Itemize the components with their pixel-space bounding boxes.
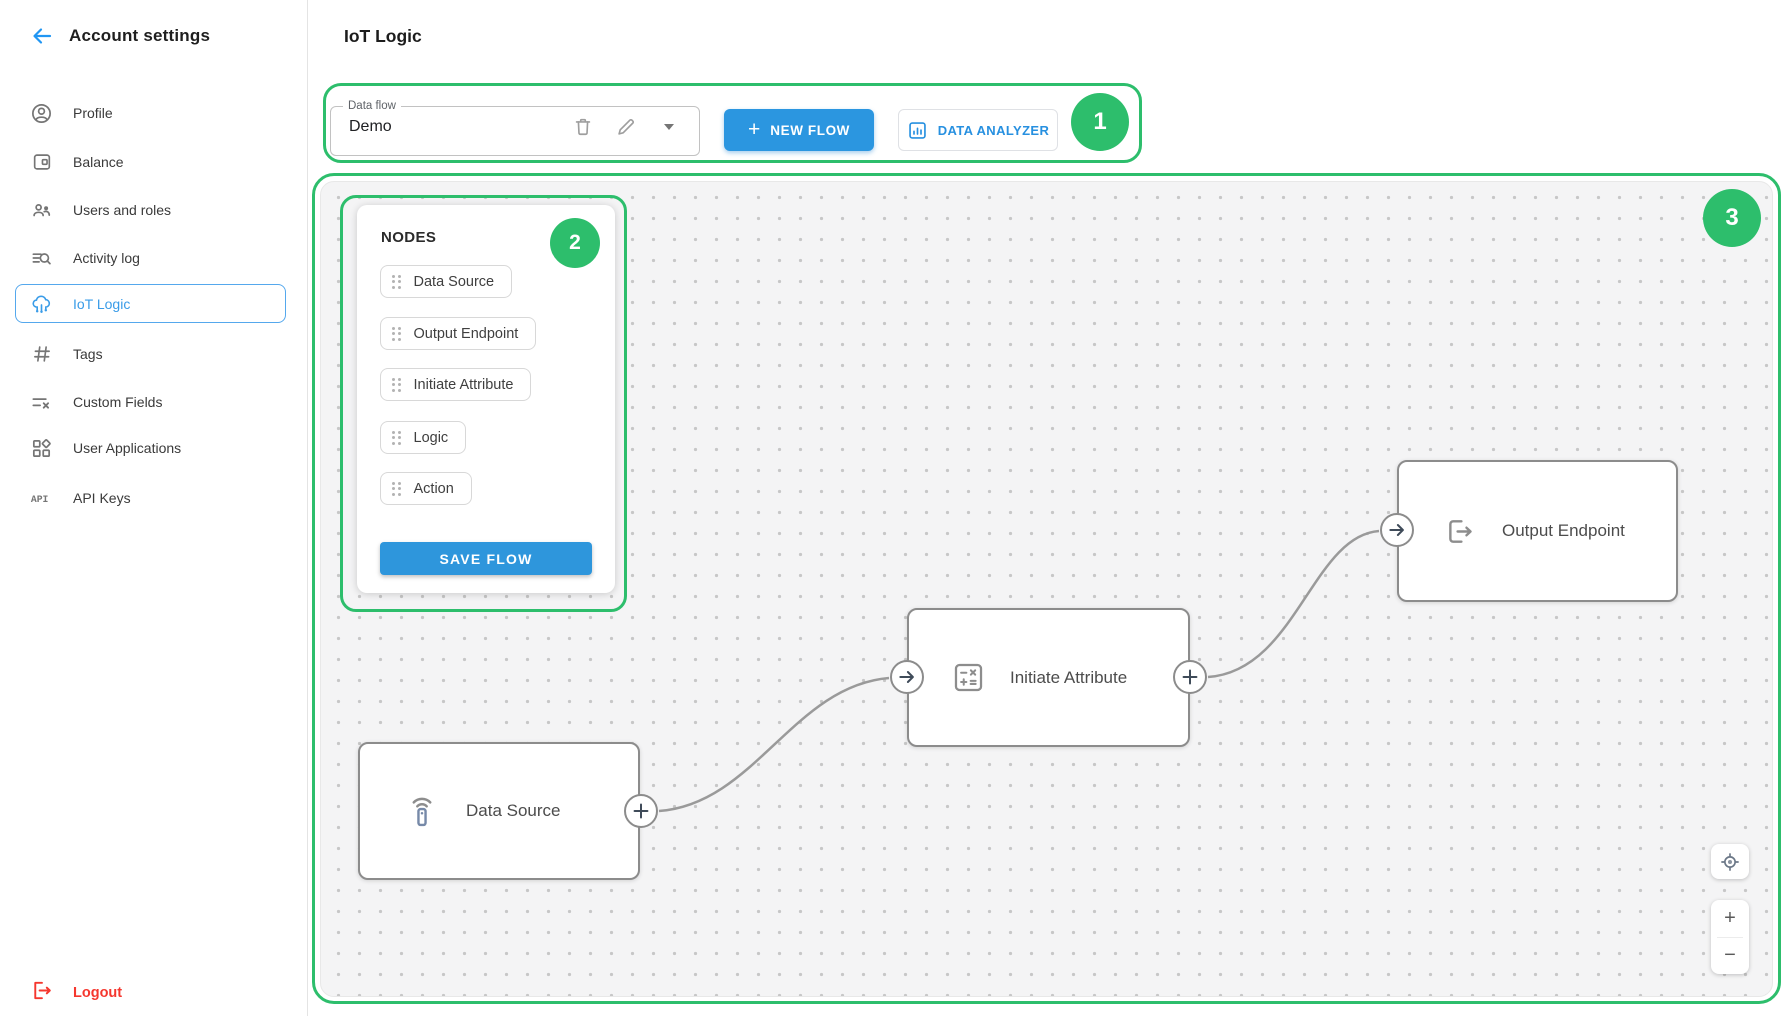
port-out-initiate-attribute[interactable] bbox=[1173, 660, 1207, 694]
users-icon bbox=[30, 199, 53, 222]
sensor-icon bbox=[404, 792, 440, 830]
drag-handle-icon bbox=[392, 481, 401, 496]
zoom-controls: + − bbox=[1711, 900, 1749, 974]
palette-item-action[interactable]: Action bbox=[380, 472, 472, 505]
sidebar-item-api-keys[interactable]: API API Keys bbox=[30, 485, 131, 511]
sidebar-item-activity-log[interactable]: Activity log bbox=[30, 245, 140, 271]
data-flow-value[interactable]: Demo bbox=[349, 118, 392, 135]
drag-handle-icon bbox=[392, 274, 401, 289]
apps-icon bbox=[30, 437, 53, 460]
palette-item-output-endpoint[interactable]: Output Endpoint bbox=[380, 317, 537, 350]
data-analyzer-button[interactable]: DATA ANALYZER bbox=[898, 109, 1058, 151]
data-flow-select[interactable]: Data flow Demo bbox=[330, 100, 700, 156]
zoom-in-button[interactable]: + bbox=[1724, 906, 1736, 929]
logout-button[interactable]: Logout bbox=[30, 979, 122, 1007]
sidebar-item-profile[interactable]: Profile bbox=[30, 100, 113, 126]
port-in-initiate-attribute[interactable] bbox=[890, 660, 924, 694]
annotation-badge-3: 3 bbox=[1703, 189, 1761, 247]
port-in-output-endpoint[interactable] bbox=[1380, 513, 1414, 547]
flow-node-initiate-attribute[interactable]: Initiate Attribute bbox=[907, 608, 1190, 747]
palette-item-logic[interactable]: Logic bbox=[380, 421, 467, 454]
drag-handle-icon bbox=[392, 377, 401, 392]
nodes-panel-title: NODES bbox=[381, 229, 437, 246]
activity-log-icon bbox=[30, 247, 53, 270]
nodes-panel: NODES Data Source Output Endpoint Initia… bbox=[357, 205, 615, 593]
custom-fields-icon bbox=[30, 391, 53, 414]
sidebar: Account settings Profile Balance Users a… bbox=[0, 0, 308, 1016]
plus-icon: + bbox=[747, 117, 761, 141]
annotation-badge-2: 2 bbox=[550, 218, 600, 268]
center-view-button[interactable] bbox=[1711, 844, 1749, 879]
divider bbox=[1717, 936, 1743, 938]
arrow-right-icon bbox=[1387, 520, 1407, 540]
plus-icon bbox=[631, 801, 651, 821]
new-flow-button[interactable]: + NEW FLOW bbox=[724, 109, 874, 151]
calculator-icon bbox=[953, 662, 984, 693]
api-icon: API bbox=[30, 487, 53, 510]
flow-node-output-endpoint[interactable]: Output Endpoint bbox=[1397, 460, 1678, 602]
palette-item-initiate-attribute[interactable]: Initiate Attribute bbox=[380, 368, 532, 401]
port-out-data-source[interactable] bbox=[624, 794, 658, 828]
sidebar-item-iot-logic[interactable]: IoT Logic bbox=[30, 291, 130, 317]
iot-icon bbox=[30, 293, 53, 316]
sidebar-title: Account settings bbox=[69, 26, 211, 45]
drag-handle-icon bbox=[392, 430, 401, 445]
bar-chart-icon bbox=[907, 120, 928, 141]
sidebar-item-users-and-roles[interactable]: Users and roles bbox=[30, 197, 171, 223]
annotation-badge-1: 1 bbox=[1071, 93, 1129, 151]
sidebar-item-balance[interactable]: Balance bbox=[30, 149, 124, 175]
pencil-icon[interactable] bbox=[614, 115, 638, 139]
sidebar-item-custom-fields[interactable]: Custom Fields bbox=[30, 389, 162, 415]
drag-handle-icon bbox=[392, 326, 401, 341]
active-item-highlight bbox=[15, 284, 286, 323]
person-icon bbox=[30, 102, 53, 125]
sidebar-item-user-applications[interactable]: User Applications bbox=[30, 435, 181, 461]
exit-icon bbox=[1443, 515, 1476, 548]
flow-node-data-source[interactable]: Data Source bbox=[358, 742, 640, 880]
sidebar-item-tags[interactable]: Tags bbox=[30, 341, 103, 367]
logout-icon bbox=[30, 979, 53, 1007]
hash-icon bbox=[30, 343, 53, 366]
arrow-right-icon bbox=[897, 667, 917, 687]
save-flow-button[interactable]: SAVE FLOW bbox=[380, 542, 592, 575]
plus-icon bbox=[1180, 667, 1200, 687]
svg-text:API: API bbox=[31, 494, 49, 505]
caret-down-icon[interactable] bbox=[657, 115, 681, 139]
palette-item-data-source[interactable]: Data Source bbox=[380, 265, 513, 298]
wallet-icon bbox=[30, 151, 53, 174]
page-title: IoT Logic bbox=[344, 26, 422, 46]
back-arrow-icon[interactable] bbox=[30, 24, 54, 48]
zoom-out-button[interactable]: − bbox=[1724, 944, 1736, 967]
trash-icon[interactable] bbox=[571, 115, 595, 139]
crosshair-icon bbox=[1719, 851, 1741, 873]
sidebar-header: Account settings bbox=[30, 24, 210, 48]
data-flow-label: Data flow bbox=[348, 100, 396, 112]
